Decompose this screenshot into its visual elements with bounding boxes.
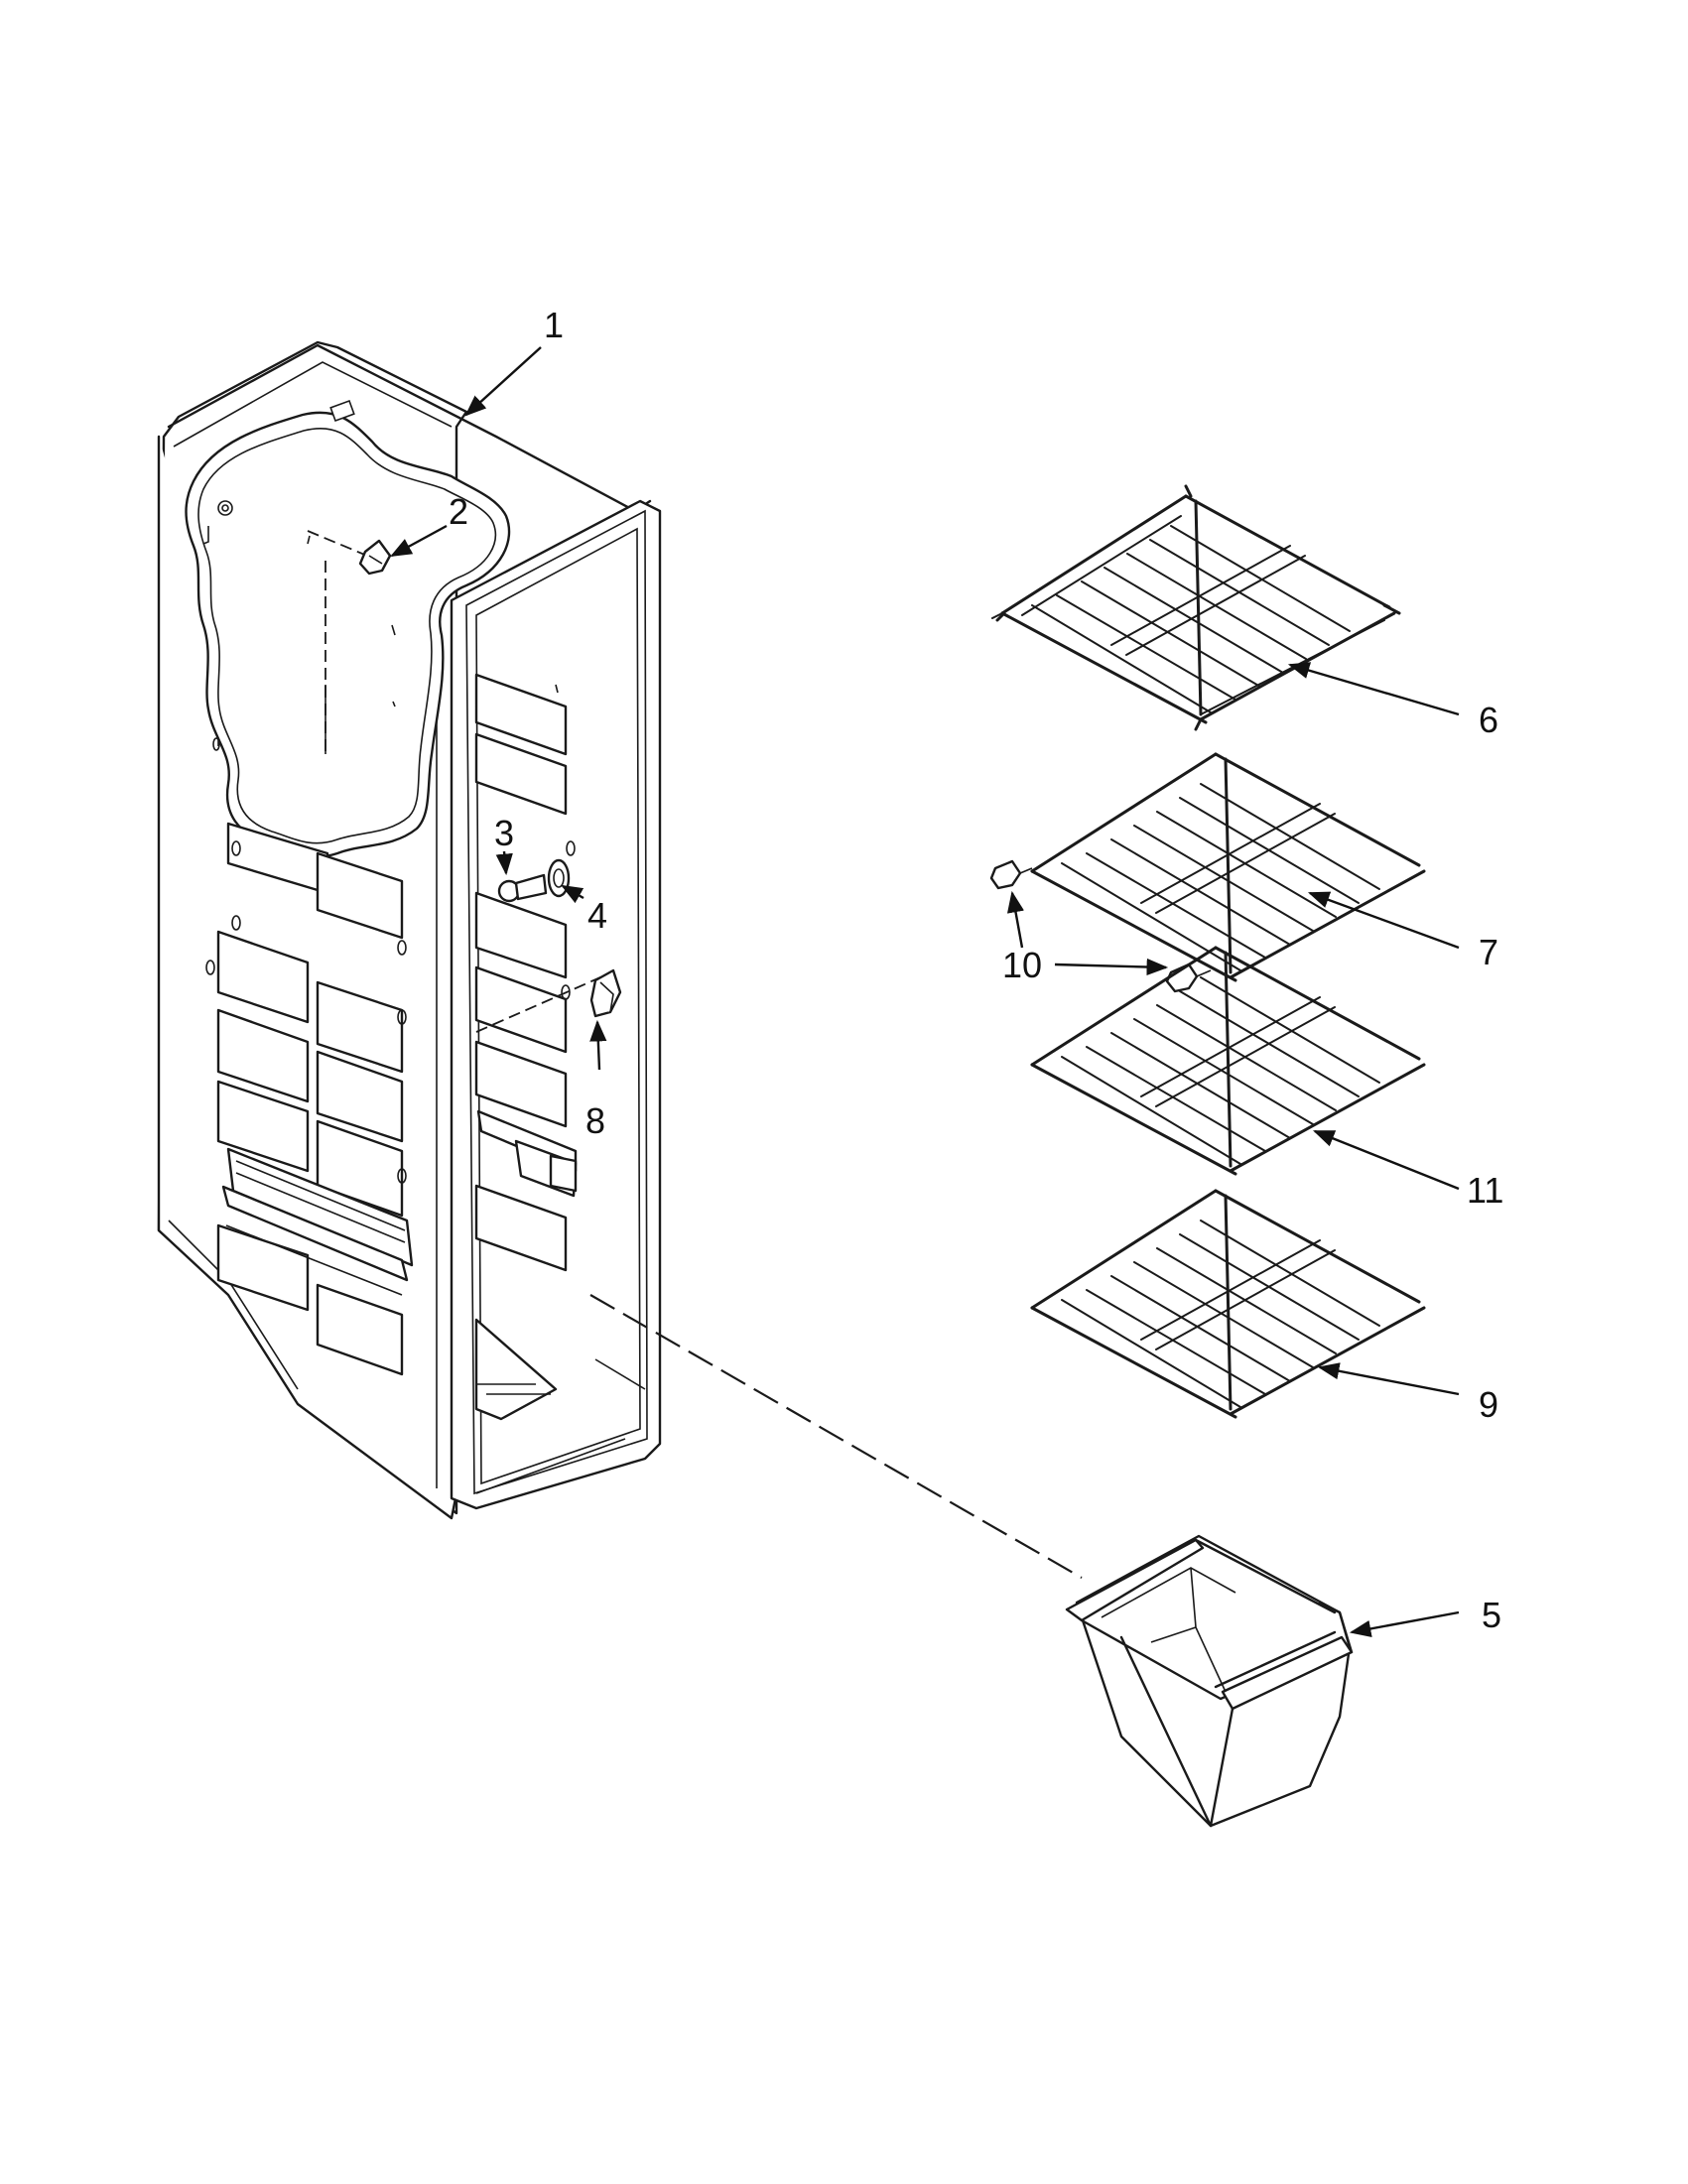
shelf-7 <box>1030 752 1426 982</box>
callout-4: 4 <box>587 895 607 936</box>
shelf-9 <box>1030 1189 1426 1419</box>
callout-5: 5 <box>1482 1595 1501 1635</box>
part-4-grommet <box>547 858 571 898</box>
part-10-glide-left <box>989 859 1033 890</box>
shelf-6 <box>991 484 1401 731</box>
callout-9: 9 <box>1479 1384 1498 1425</box>
shelf-11 <box>1030 946 1426 1176</box>
callout-2: 2 <box>449 491 468 532</box>
callout-arrows <box>390 346 1460 1637</box>
part-5-pan <box>1065 1534 1354 1828</box>
callout-10: 10 <box>1002 945 1042 985</box>
leader-5 <box>589 1294 1083 1579</box>
part-2-clip <box>358 539 392 576</box>
callout-6: 6 <box>1479 700 1498 740</box>
leader-8 <box>475 976 601 1033</box>
callout-7: 7 <box>1479 932 1498 972</box>
callout-11: 11 <box>1467 1170 1503 1211</box>
freezer-liner <box>157 340 662 1520</box>
callout-1: 1 <box>544 305 564 345</box>
callout-3: 3 <box>494 813 514 853</box>
part-10-glide-right <box>1165 963 1212 993</box>
part-8-bracket <box>589 968 622 1018</box>
part-3-screw <box>497 873 548 903</box>
leader-2 <box>307 530 368 557</box>
callout-8: 8 <box>585 1100 605 1141</box>
